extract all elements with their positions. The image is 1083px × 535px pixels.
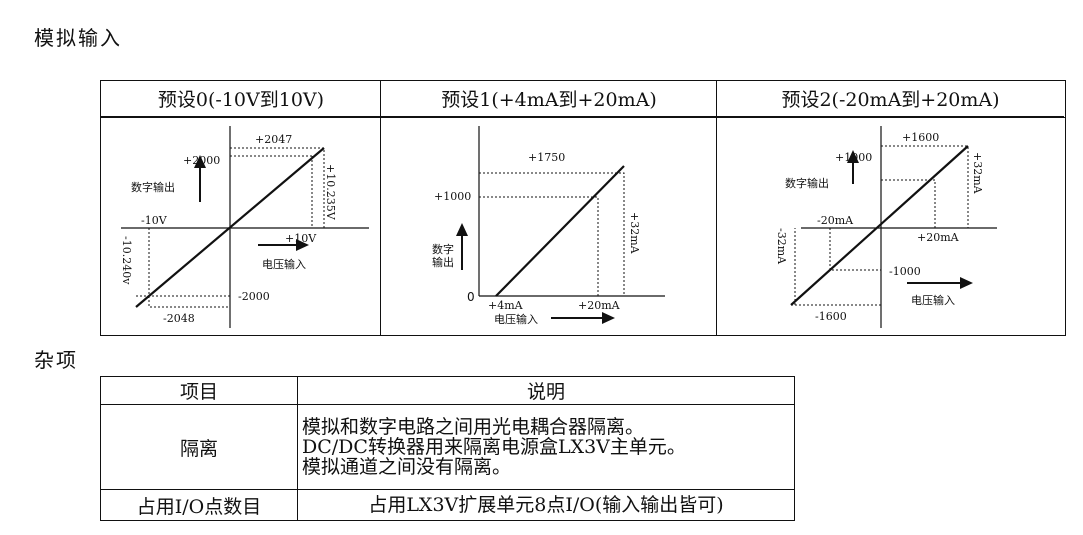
label-top-count: +2047 — [255, 133, 292, 146]
label-y-axis-line1: 数字 — [432, 242, 454, 256]
label-bottom-count: -1600 — [815, 310, 847, 323]
label-bottom-count: -2048 — [163, 312, 195, 325]
row-desc-io-points: 占用LX3V扩展单元8点I/O(输入输出皆可) — [297, 489, 795, 521]
label-start-current: +4mA — [488, 299, 524, 312]
section-title-analog-input: 模拟输入 — [34, 26, 122, 50]
label-top-count: +1600 — [902, 131, 939, 144]
column-divider — [716, 81, 717, 335]
header-item: 项目 — [100, 376, 298, 405]
table-row: 占用I/O点数目 占用LX3V扩展单元8点I/O(输入输出皆可) — [100, 489, 795, 521]
preset-1-header: 预设1(+4mA到+20mA) — [381, 81, 717, 117]
label-pos-current: +20mA — [917, 231, 960, 244]
preset-1-diagram: +1750 +1000 数字 输出 0 +4mA +20mA +32mA 电压输… — [381, 118, 716, 334]
label-x-axis: 电压输入 — [911, 293, 955, 307]
preset-0-header: 预设0(-10V到10V) — [101, 81, 381, 117]
label-left-current: -32mA — [775, 228, 788, 265]
column-divider — [380, 81, 381, 335]
label-pos-voltage: +10V — [285, 232, 317, 245]
preset-2-header: 预设2(-20mA到+20mA) — [717, 81, 1064, 117]
label-right-current: +32mA — [971, 152, 984, 195]
header-description: 说明 — [297, 376, 795, 405]
section-title-misc: 杂项 — [34, 348, 78, 372]
label-x-axis: 电压输入 — [494, 312, 538, 326]
desc-line: DC/DC转换器用来隔离电源盒LX3V主单元。 — [302, 436, 686, 458]
label-y-axis: 数字输出 — [785, 176, 829, 190]
label-neg-current: -20mA — [817, 214, 854, 227]
preset-2-diagram: +1600 +1000 数字输出 +32mA -20mA +20mA -32mA… — [717, 118, 1064, 334]
label-y-axis-line2: 输出 — [432, 255, 454, 269]
label-end-current: +20mA — [578, 299, 621, 312]
label-pos-count: +1000 — [434, 190, 471, 203]
header-divider — [101, 117, 1065, 118]
label-y-axis: 数字输出 — [131, 180, 175, 194]
label-right-voltage: +10.235V — [324, 164, 337, 221]
row-item-io-points: 占用I/O点数目 — [100, 489, 298, 521]
label-neg-voltage: -10V — [141, 214, 168, 227]
preset-0-diagram: +2047 +2000 数字输出 +10.235V -10V +10V -10.… — [101, 118, 380, 334]
label-left-voltage: -10.240v — [120, 236, 133, 285]
label-x-axis: 电压输入 — [262, 257, 306, 271]
label-right-current: +32mA — [628, 212, 641, 255]
label-neg-count: -2000 — [238, 290, 270, 303]
row-desc-isolation: 模拟和数字电路之间用光电耦合器隔离。 DC/DC转换器用来隔离电源盒LX3V主单… — [297, 404, 795, 490]
label-top-count: +1750 — [528, 151, 565, 164]
preset-table: 预设0(-10V到10V) 预设1(+4mA到+20mA) 预设2(-20mA到… — [100, 80, 1066, 336]
desc-line: 模拟和数字电路之间用光电耦合器隔离。 — [302, 416, 645, 438]
label-pos-count: +2000 — [183, 154, 220, 167]
row-item-isolation: 隔离 — [100, 404, 298, 490]
label-zero: 0 — [467, 290, 475, 304]
label-neg-count: -1000 — [889, 265, 921, 278]
desc-line: 占用LX3V扩展单元8点I/O(输入输出皆可) — [368, 494, 724, 516]
misc-table: 项目 说明 隔离 模拟和数字电路之间用光电耦合器隔离。 DC/DC转换器用来隔离… — [100, 376, 795, 521]
table-row: 隔离 模拟和数字电路之间用光电耦合器隔离。 DC/DC转换器用来隔离电源盒LX3… — [100, 404, 795, 490]
desc-line: 模拟通道之间没有隔离。 — [302, 456, 512, 478]
table-header-row: 项目 说明 — [100, 376, 795, 405]
label-pos-count: +1000 — [835, 151, 872, 164]
